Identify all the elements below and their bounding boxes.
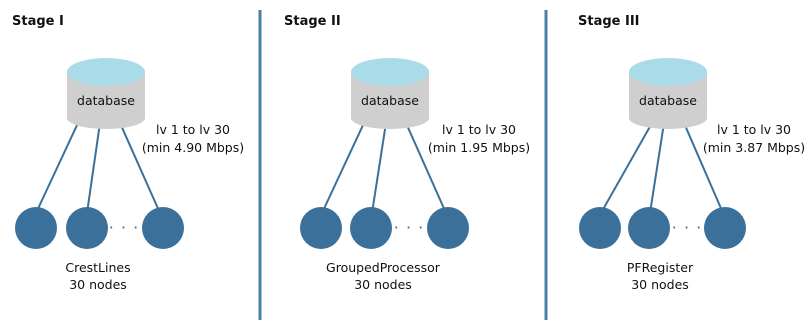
nodes-ellipsis: · · · bbox=[109, 218, 139, 237]
worker-node-1 bbox=[15, 207, 57, 249]
nodes-ellipsis: · · · bbox=[394, 218, 424, 237]
node-count-label: 30 nodes bbox=[631, 277, 689, 292]
database-bottom bbox=[351, 107, 429, 129]
database-top bbox=[351, 58, 429, 86]
node-count-label: 30 nodes bbox=[354, 277, 412, 292]
edge-2 bbox=[371, 122, 387, 214]
edge-2 bbox=[649, 122, 665, 214]
stage-2: Stage II database lv 1 to lv 30 (min 1.9… bbox=[284, 14, 530, 292]
database-label: database bbox=[361, 93, 419, 108]
database-label: database bbox=[639, 93, 697, 108]
worker-node-2 bbox=[350, 207, 392, 249]
node-group-name: GroupedProcessor bbox=[326, 260, 441, 275]
database-bottom bbox=[629, 107, 707, 129]
database-top bbox=[67, 58, 145, 86]
node-edges bbox=[35, 122, 161, 214]
min-bandwidth-label: (min 4.90 Mbps) bbox=[142, 140, 244, 155]
worker-node-2 bbox=[66, 207, 108, 249]
edge-2 bbox=[86, 122, 101, 214]
stage-title: Stage I bbox=[12, 14, 64, 29]
edge-1 bbox=[600, 122, 653, 214]
database-bottom bbox=[67, 107, 145, 129]
edge-3 bbox=[405, 122, 447, 214]
worker-node-1 bbox=[300, 207, 342, 249]
level-range-label: lv 1 to lv 30 bbox=[717, 122, 791, 137]
node-edges bbox=[600, 122, 724, 214]
edge-3 bbox=[119, 122, 161, 214]
min-bandwidth-label: (min 3.87 Mbps) bbox=[703, 140, 805, 155]
stage-3: Stage III database lv 1 to lv 30 (min 3.… bbox=[578, 14, 805, 292]
worker-node-n bbox=[704, 207, 746, 249]
database-cylinder: database bbox=[67, 58, 145, 129]
database-cylinder: database bbox=[351, 58, 429, 129]
database-top bbox=[629, 58, 707, 86]
node-group-name: CrestLines bbox=[65, 260, 130, 275]
stage-title: Stage III bbox=[578, 14, 640, 29]
level-range-label: lv 1 to lv 30 bbox=[156, 122, 230, 137]
database-cylinder: database bbox=[629, 58, 707, 129]
worker-node-2 bbox=[628, 207, 670, 249]
stage-title: Stage II bbox=[284, 14, 341, 29]
min-bandwidth-label: (min 1.95 Mbps) bbox=[428, 140, 530, 155]
node-count-label: 30 nodes bbox=[69, 277, 127, 292]
level-range-label: lv 1 to lv 30 bbox=[442, 122, 516, 137]
worker-node-1 bbox=[579, 207, 621, 249]
stage-1: Stage I database lv 1 to lv 30 (min 4.90… bbox=[12, 14, 244, 292]
worker-node-n bbox=[427, 207, 469, 249]
nodes-ellipsis: · · · bbox=[672, 218, 702, 237]
edge-3 bbox=[683, 122, 724, 214]
database-label: database bbox=[77, 93, 135, 108]
node-edges bbox=[321, 122, 447, 214]
node-group-name: PFRegister bbox=[627, 260, 694, 275]
edge-1 bbox=[35, 122, 79, 214]
edge-1 bbox=[321, 122, 365, 214]
worker-node-n bbox=[142, 207, 184, 249]
